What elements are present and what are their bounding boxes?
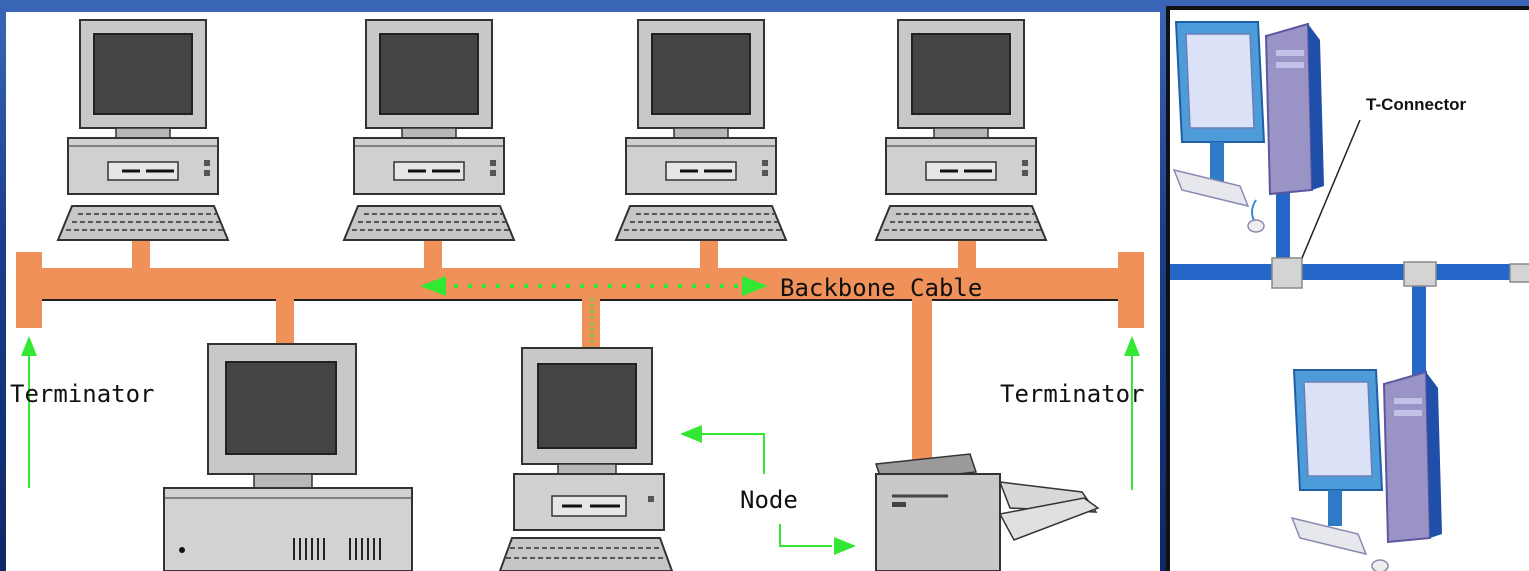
computer-icon bbox=[614, 18, 788, 242]
label-pointer bbox=[1301, 119, 1361, 259]
computer-icon bbox=[498, 347, 674, 571]
right-terminator bbox=[1118, 252, 1144, 328]
desktop-computer-icon bbox=[163, 343, 413, 571]
printer-icon bbox=[874, 453, 1100, 571]
drop-cable bbox=[912, 298, 932, 462]
t-connector-icon bbox=[1271, 257, 1303, 289]
drop-cable bbox=[1276, 190, 1290, 268]
workstation-icon bbox=[1290, 369, 1442, 571]
network-cable bbox=[1170, 264, 1529, 280]
signal-arrow bbox=[420, 276, 768, 296]
end-connector-icon bbox=[1509, 263, 1529, 283]
terminator-right-label: Terminator bbox=[1000, 380, 1145, 408]
drop-cable bbox=[1412, 272, 1426, 378]
drop-cable bbox=[276, 298, 294, 350]
computer-icon bbox=[874, 18, 1048, 242]
t-connector-panel: T-Connector bbox=[1166, 6, 1529, 571]
workstation-icon bbox=[1172, 21, 1324, 233]
computer-icon bbox=[56, 18, 230, 242]
terminator-arrow bbox=[21, 336, 37, 488]
bus-topology-svg bbox=[16, 18, 1144, 571]
t-connector-icon bbox=[1403, 261, 1437, 287]
bus-topology-panel: Backbone Cable Terminator Terminator Nod… bbox=[6, 12, 1160, 571]
node-arrow bbox=[779, 524, 856, 555]
terminator-arrow bbox=[1124, 336, 1140, 490]
t-connector-svg bbox=[1170, 21, 1529, 571]
backbone-cable bbox=[42, 268, 1140, 300]
backbone-cable-label: Backbone Cable bbox=[780, 274, 983, 302]
terminator-left-label: Terminator bbox=[10, 380, 155, 408]
left-terminator bbox=[16, 252, 42, 328]
computer-icon bbox=[342, 18, 516, 242]
t-connector-label: T-Connector bbox=[1366, 95, 1467, 114]
node-label: Node bbox=[740, 486, 798, 514]
node-arrow bbox=[680, 425, 765, 474]
